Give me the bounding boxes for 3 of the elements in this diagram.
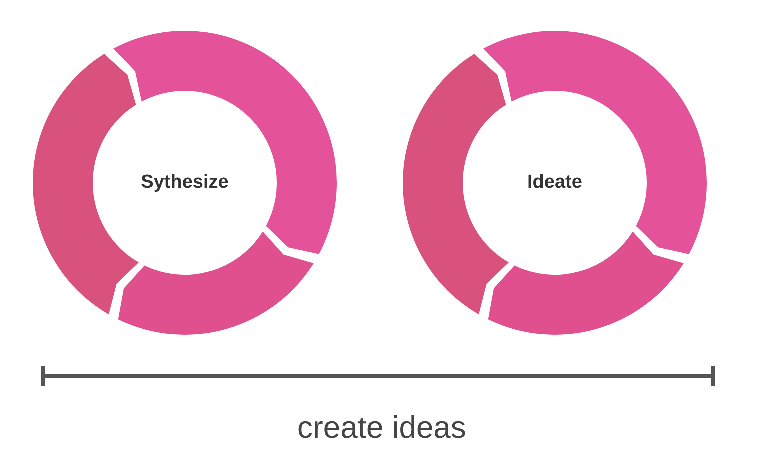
node-label: Ideate (526, 172, 584, 194)
bracket-caption: create ideas (296, 410, 468, 446)
node-label: Sythesize (140, 172, 230, 194)
